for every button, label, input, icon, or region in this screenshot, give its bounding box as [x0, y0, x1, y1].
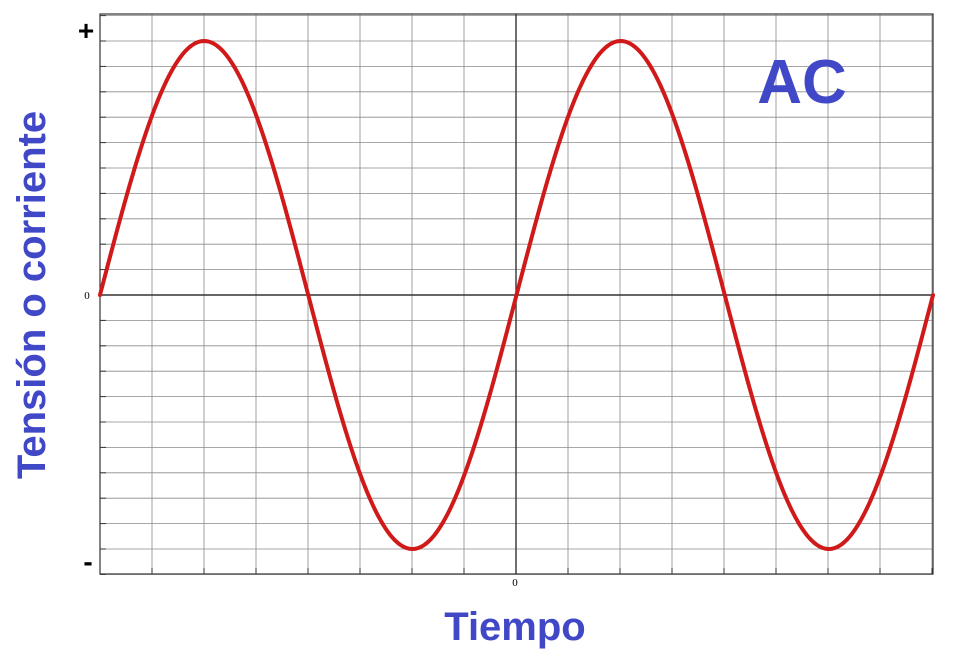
chart-title: AC [757, 48, 847, 117]
y-tick-label-zero: 0 [84, 290, 90, 302]
series-layer [98, 39, 935, 551]
x-tick-label-zero: 0 [512, 577, 518, 589]
y-tick-label-minus: - [83, 546, 92, 577]
x-axis-label: Tiempo [444, 605, 586, 649]
y-tick-label-plus: + [78, 15, 94, 46]
y-axis-label: Tensión o corriente [10, 111, 54, 479]
series-line-0 [98, 39, 935, 551]
